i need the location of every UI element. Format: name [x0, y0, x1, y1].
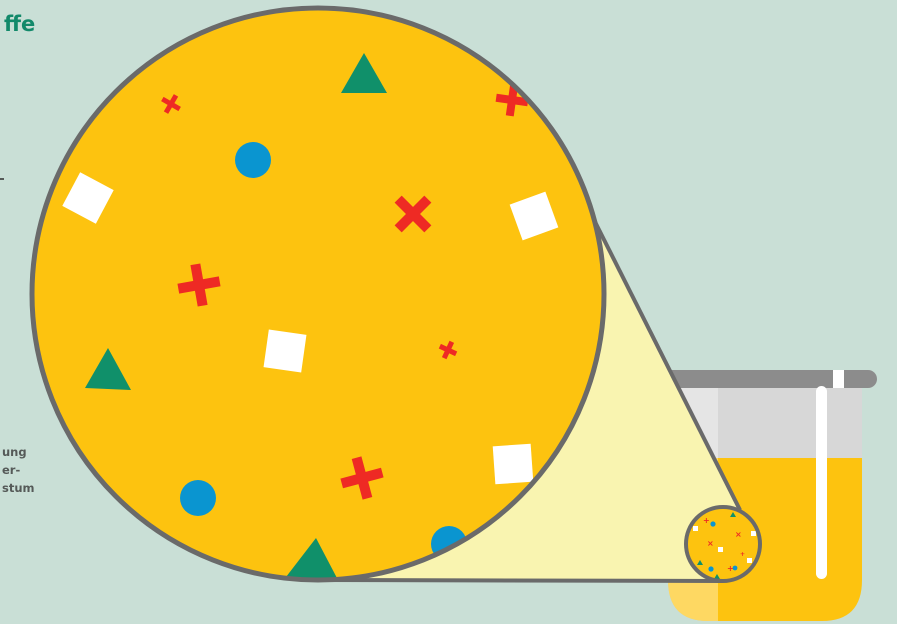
stirring-rod — [816, 386, 827, 579]
red-cross-particle: × — [735, 530, 742, 539]
magnified-view — [32, 8, 604, 580]
sample-circle: + × × + + — [686, 507, 760, 581]
blue-circle-particle — [710, 521, 715, 526]
blue-circle-particle — [235, 142, 271, 178]
red-cross-particle: + — [740, 551, 745, 558]
white-square-particle — [751, 531, 756, 536]
white-square-particle — [493, 444, 534, 485]
red-cross-particle: × — [707, 539, 714, 548]
white-square-particle — [264, 330, 307, 373]
red-cross-particle: + — [727, 564, 734, 573]
white-square-particle — [693, 526, 698, 531]
beam-edge-lower — [318, 580, 723, 581]
white-square-particle — [747, 558, 752, 563]
blue-circle-particle — [180, 480, 216, 516]
beaker-spout — [833, 370, 844, 388]
blue-circle-particle — [708, 566, 713, 571]
red-cross-particle: + — [703, 516, 710, 525]
white-square-particle — [718, 547, 723, 552]
